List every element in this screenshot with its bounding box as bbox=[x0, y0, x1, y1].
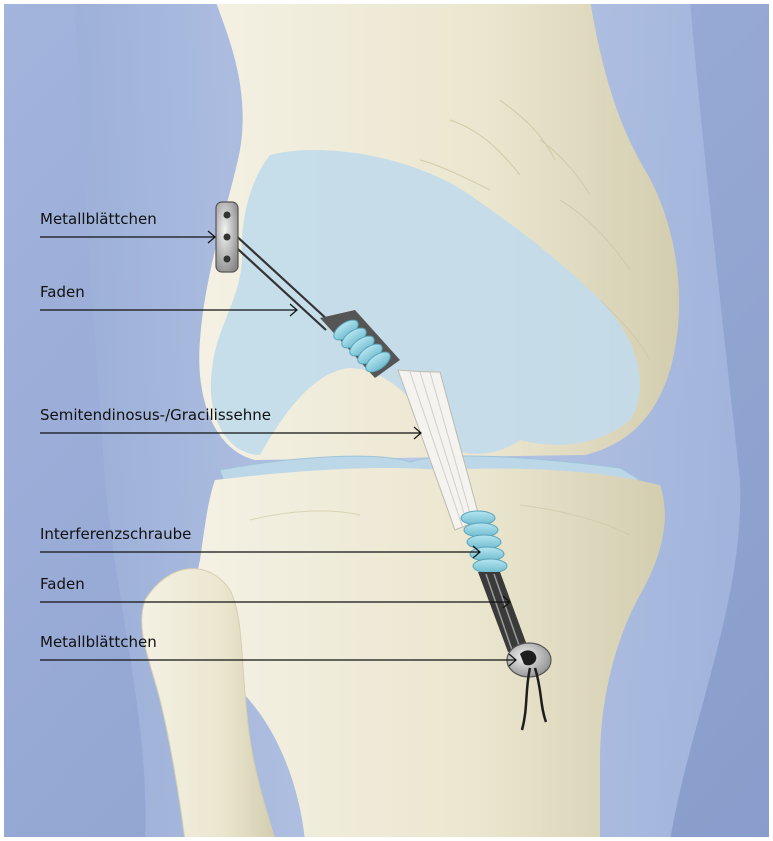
label-faden-top: Faden bbox=[40, 283, 85, 301]
label-faden-bottom: Faden bbox=[40, 575, 85, 593]
label-semitendinosus-gracilissehne: Semitendinosus-/Gracilissehne bbox=[40, 406, 271, 424]
label-metallblaettchen-bottom: Metallblättchen bbox=[40, 633, 157, 651]
label-metallblaettchen-top: Metallblättchen bbox=[40, 210, 157, 228]
metal-plate-top bbox=[216, 202, 238, 272]
label-interferenzschraube: Interferenzschraube bbox=[40, 525, 191, 543]
